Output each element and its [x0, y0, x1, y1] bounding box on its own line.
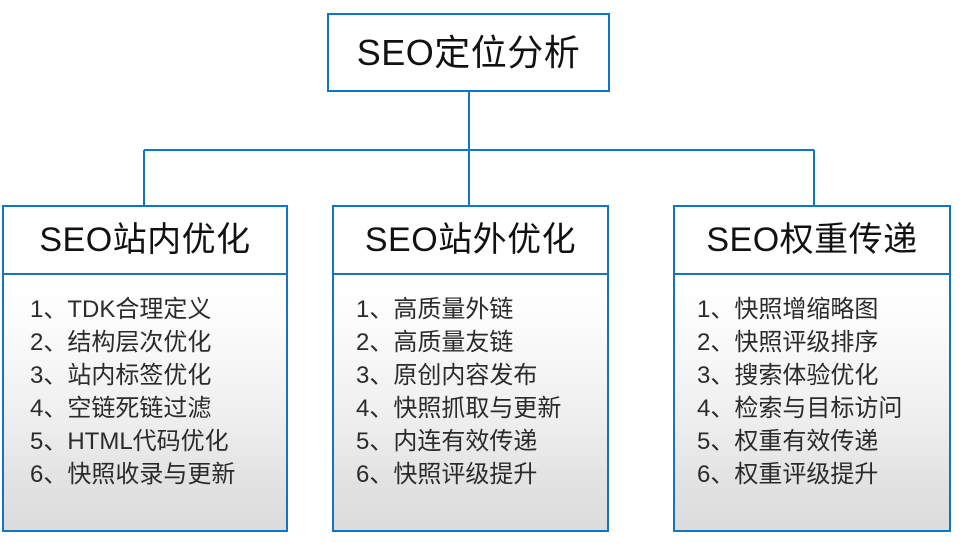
list-item: 3、搜索体验优化 — [697, 362, 879, 389]
list-item: 4、快照抓取与更新 — [356, 395, 562, 422]
branch-body-3: 1、快照增缩略图 2、快照评级排序 3、搜索体验优化 4、检索与目标访问 5、权… — [675, 275, 949, 530]
list-item: 5、内连有效传递 — [356, 428, 538, 455]
branch-header-1: SEO站内优化 — [4, 207, 286, 275]
branch-node-1[interactable]: SEO站内优化 1、TDK合理定义 2、结构层次优化 3、站内标签优化 4、空链… — [2, 205, 288, 532]
list-item: 3、站内标签优化 — [30, 362, 212, 389]
root-node-title: SEO定位分析 — [356, 31, 581, 73]
list-item: 4、检索与目标访问 — [697, 395, 903, 422]
list-item: 6、快照评级提升 — [356, 461, 538, 488]
branch-header-3: SEO权重传递 — [675, 207, 949, 275]
list-item: 2、快照评级排序 — [697, 329, 879, 356]
list-item: 1、高质量外链 — [356, 296, 514, 323]
branch-item-list-3: 1、快照增缩略图 2、快照评级排序 3、搜索体验优化 4、检索与目标访问 5、权… — [675, 293, 949, 491]
list-item: 5、权重有效传递 — [697, 428, 879, 455]
list-item: 1、TDK合理定义 — [30, 296, 212, 323]
branch-title-3: SEO权重传递 — [706, 221, 918, 259]
list-item: 3、原创内容发布 — [356, 362, 538, 389]
list-item: 2、高质量友链 — [356, 329, 514, 356]
branch-title-1: SEO站内优化 — [39, 221, 251, 259]
root-node[interactable]: SEO定位分析 — [327, 13, 610, 92]
list-item: 1、快照增缩略图 — [697, 296, 879, 323]
list-item: 6、权重评级提升 — [697, 461, 879, 488]
list-item: 2、结构层次优化 — [30, 329, 212, 356]
branch-body-1: 1、TDK合理定义 2、结构层次优化 3、站内标签优化 4、空链死链过滤 5、H… — [4, 275, 286, 530]
list-item: 6、快照收录与更新 — [30, 461, 236, 488]
list-item: 5、HTML代码优化 — [30, 428, 229, 455]
branch-node-3[interactable]: SEO权重传递 1、快照增缩略图 2、快照评级排序 3、搜索体验优化 4、检索与… — [673, 205, 951, 532]
list-item: 4、空链死链过滤 — [30, 395, 212, 422]
branch-item-list-2: 1、高质量外链 2、高质量友链 3、原创内容发布 4、快照抓取与更新 5、内连有… — [334, 293, 607, 491]
branch-node-2[interactable]: SEO站外优化 1、高质量外链 2、高质量友链 3、原创内容发布 4、快照抓取与… — [332, 205, 609, 532]
branch-body-2: 1、高质量外链 2、高质量友链 3、原创内容发布 4、快照抓取与更新 5、内连有… — [334, 275, 607, 530]
branch-title-2: SEO站外优化 — [364, 221, 577, 259]
branch-header-2: SEO站外优化 — [334, 207, 607, 275]
branch-item-list-1: 1、TDK合理定义 2、结构层次优化 3、站内标签优化 4、空链死链过滤 5、H… — [4, 293, 286, 491]
